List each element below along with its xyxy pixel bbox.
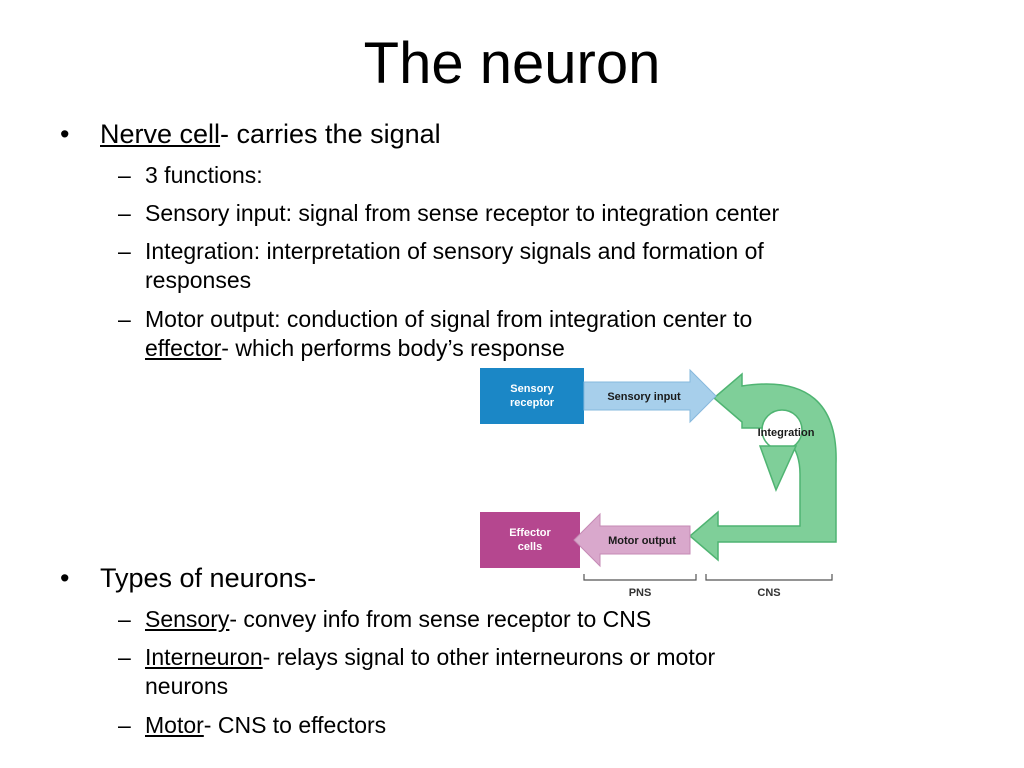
sub-item-line: responses bbox=[145, 267, 252, 293]
diagram-svg: Integration Sensory receptor Sensory inp… bbox=[480, 368, 837, 599]
term-motor: Motor bbox=[145, 712, 204, 738]
integration-loop-arrow bbox=[688, 372, 837, 562]
pns-brace bbox=[583, 574, 697, 581]
term-sensory: Sensory bbox=[145, 606, 230, 632]
integration-label: Integration bbox=[758, 427, 815, 439]
effector-cells-label-line1: Effector bbox=[509, 527, 551, 539]
integration-inner-arrowhead bbox=[758, 445, 798, 492]
sub-item-line: neurons bbox=[145, 673, 229, 699]
bullet-mark: • bbox=[60, 119, 70, 149]
dash-mark: – bbox=[118, 306, 131, 332]
dash-mark: – bbox=[118, 200, 131, 226]
sensory-input-label: Sensory input bbox=[607, 391, 681, 403]
dash-mark: – bbox=[118, 712, 131, 738]
effector-cells-label-line2: cells bbox=[518, 541, 542, 553]
pns-label: PNS bbox=[629, 587, 652, 599]
sub-item-text: Motor output: conduction of signal from … bbox=[145, 305, 752, 363]
effector-description: - which performs body’s response bbox=[221, 335, 565, 361]
sensory-description: - convey info from sense receptor to CNS bbox=[229, 606, 652, 632]
slide-title: The neuron bbox=[363, 31, 661, 96]
dash-mark: – bbox=[118, 644, 131, 670]
bullet-text: Types of neurons- bbox=[100, 563, 317, 593]
nerve-cell-description: - carries the signal bbox=[220, 119, 441, 149]
effector-cells-box bbox=[480, 512, 580, 568]
dash-mark: – bbox=[118, 238, 131, 264]
term-nerve-cell: Nerve cell bbox=[100, 119, 221, 149]
dash-mark: – bbox=[118, 606, 131, 632]
sub-item-text: Sensory- convey info from sense receptor… bbox=[145, 605, 651, 634]
neuron-signal-diagram: Integration Sensory receptor Sensory inp… bbox=[478, 364, 842, 612]
term-effector: effector bbox=[145, 335, 222, 361]
sensory-receptor-label-line2: receptor bbox=[510, 397, 555, 409]
sub-item-text: Interneuron- relays signal to other inte… bbox=[145, 643, 715, 701]
sub-item-line: Interneuron- relays signal to other inte… bbox=[145, 643, 715, 672]
sub-item-line: Integration: interpretation of sensory s… bbox=[145, 238, 764, 264]
bullet-text: Nerve cell- carries the signal bbox=[100, 118, 441, 150]
sub-item-text: Integration: interpretation of sensory s… bbox=[145, 237, 764, 295]
sub-item-line: Motor output: conduction of signal from … bbox=[145, 306, 753, 332]
sensory-receptor-label-line1: Sensory bbox=[510, 383, 554, 395]
term-interneuron: Interneuron bbox=[145, 644, 263, 670]
cns-brace bbox=[705, 574, 833, 581]
sub-item-text: 3 functions: bbox=[145, 162, 263, 188]
sub-item-text: Motor- CNS to effectors bbox=[145, 711, 386, 740]
sensory-receptor-box bbox=[480, 368, 584, 424]
motor-output-label: Motor output bbox=[608, 535, 676, 547]
bullet-mark: • bbox=[60, 563, 70, 593]
sensory-input-arrow bbox=[583, 368, 717, 424]
interneuron-description: - relays signal to other interneurons or… bbox=[262, 644, 716, 670]
cns-label: CNS bbox=[757, 587, 780, 599]
sub-item-line: effector- which performs body’s response bbox=[145, 334, 752, 363]
dash-mark: – bbox=[118, 162, 131, 188]
motor-description: - CNS to effectors bbox=[203, 712, 387, 738]
sub-item-text: Sensory input: signal from sense recepto… bbox=[145, 200, 780, 226]
motor-output-arrow bbox=[573, 512, 691, 568]
